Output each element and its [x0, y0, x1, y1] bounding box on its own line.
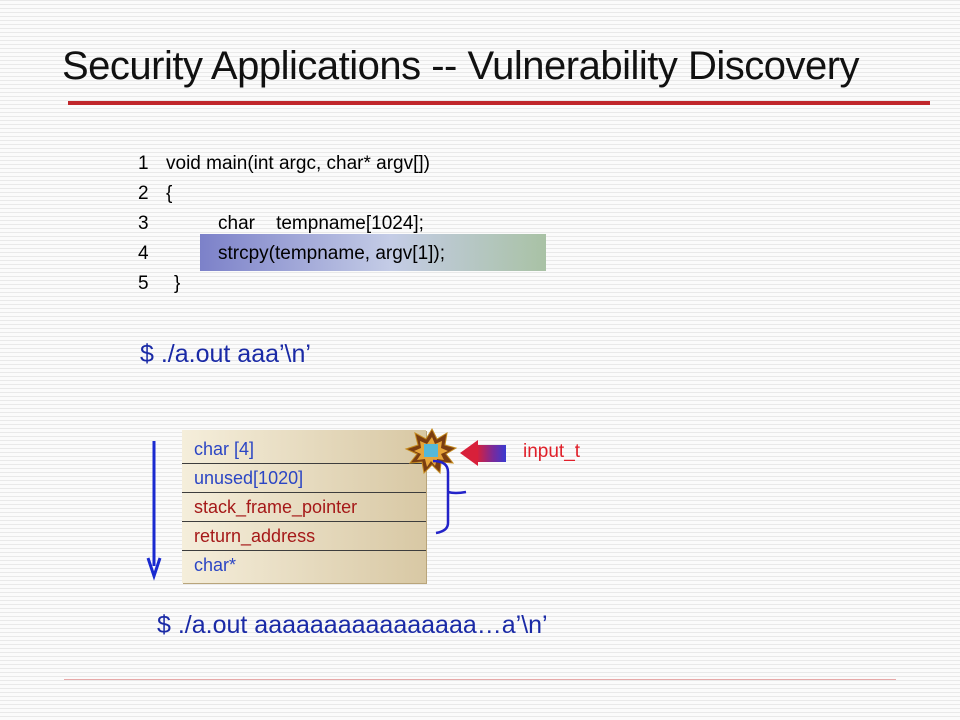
input-label: input_t: [523, 441, 581, 462]
down-arrow-icon: [146, 441, 162, 581]
stack-row: char [4]: [182, 435, 426, 464]
title-underline: [68, 101, 930, 105]
command-short: $ ./a.out aaa’\n’: [140, 340, 311, 368]
line-text: {: [166, 183, 173, 204]
line-text: strcpy(tempname, argv[1]);: [218, 243, 446, 264]
stack-row: char*: [194, 555, 237, 575]
line-text: char tempname[1024];: [218, 213, 424, 234]
code-highlight: [200, 234, 546, 271]
command-long: $ ./a.out aaaaaaaaaaaaaaaa…a’\n’: [157, 611, 548, 639]
footer-divider: [64, 679, 896, 680]
line-number: 3: [138, 213, 149, 234]
stack-row: unused[1020]: [182, 464, 426, 493]
stack-row: return_address: [182, 522, 426, 551]
line-number: 5: [138, 273, 149, 294]
slide-title: Security Applications -- Vulnerability D…: [62, 44, 860, 88]
line-number: 2: [138, 183, 149, 204]
stack-diagram: char [4] unused[1020] stack_frame_pointe…: [182, 430, 426, 583]
line-text: void main(int argc, char* argv[]): [166, 153, 430, 174]
explosion-icon: [404, 427, 458, 475]
line-number: 4: [138, 243, 149, 264]
line-text: }: [174, 273, 181, 294]
bracket-icon: [432, 459, 467, 535]
input-arrow-icon: [460, 440, 506, 466]
line-number: 1: [138, 153, 149, 174]
stack-row: stack_frame_pointer: [182, 493, 426, 522]
